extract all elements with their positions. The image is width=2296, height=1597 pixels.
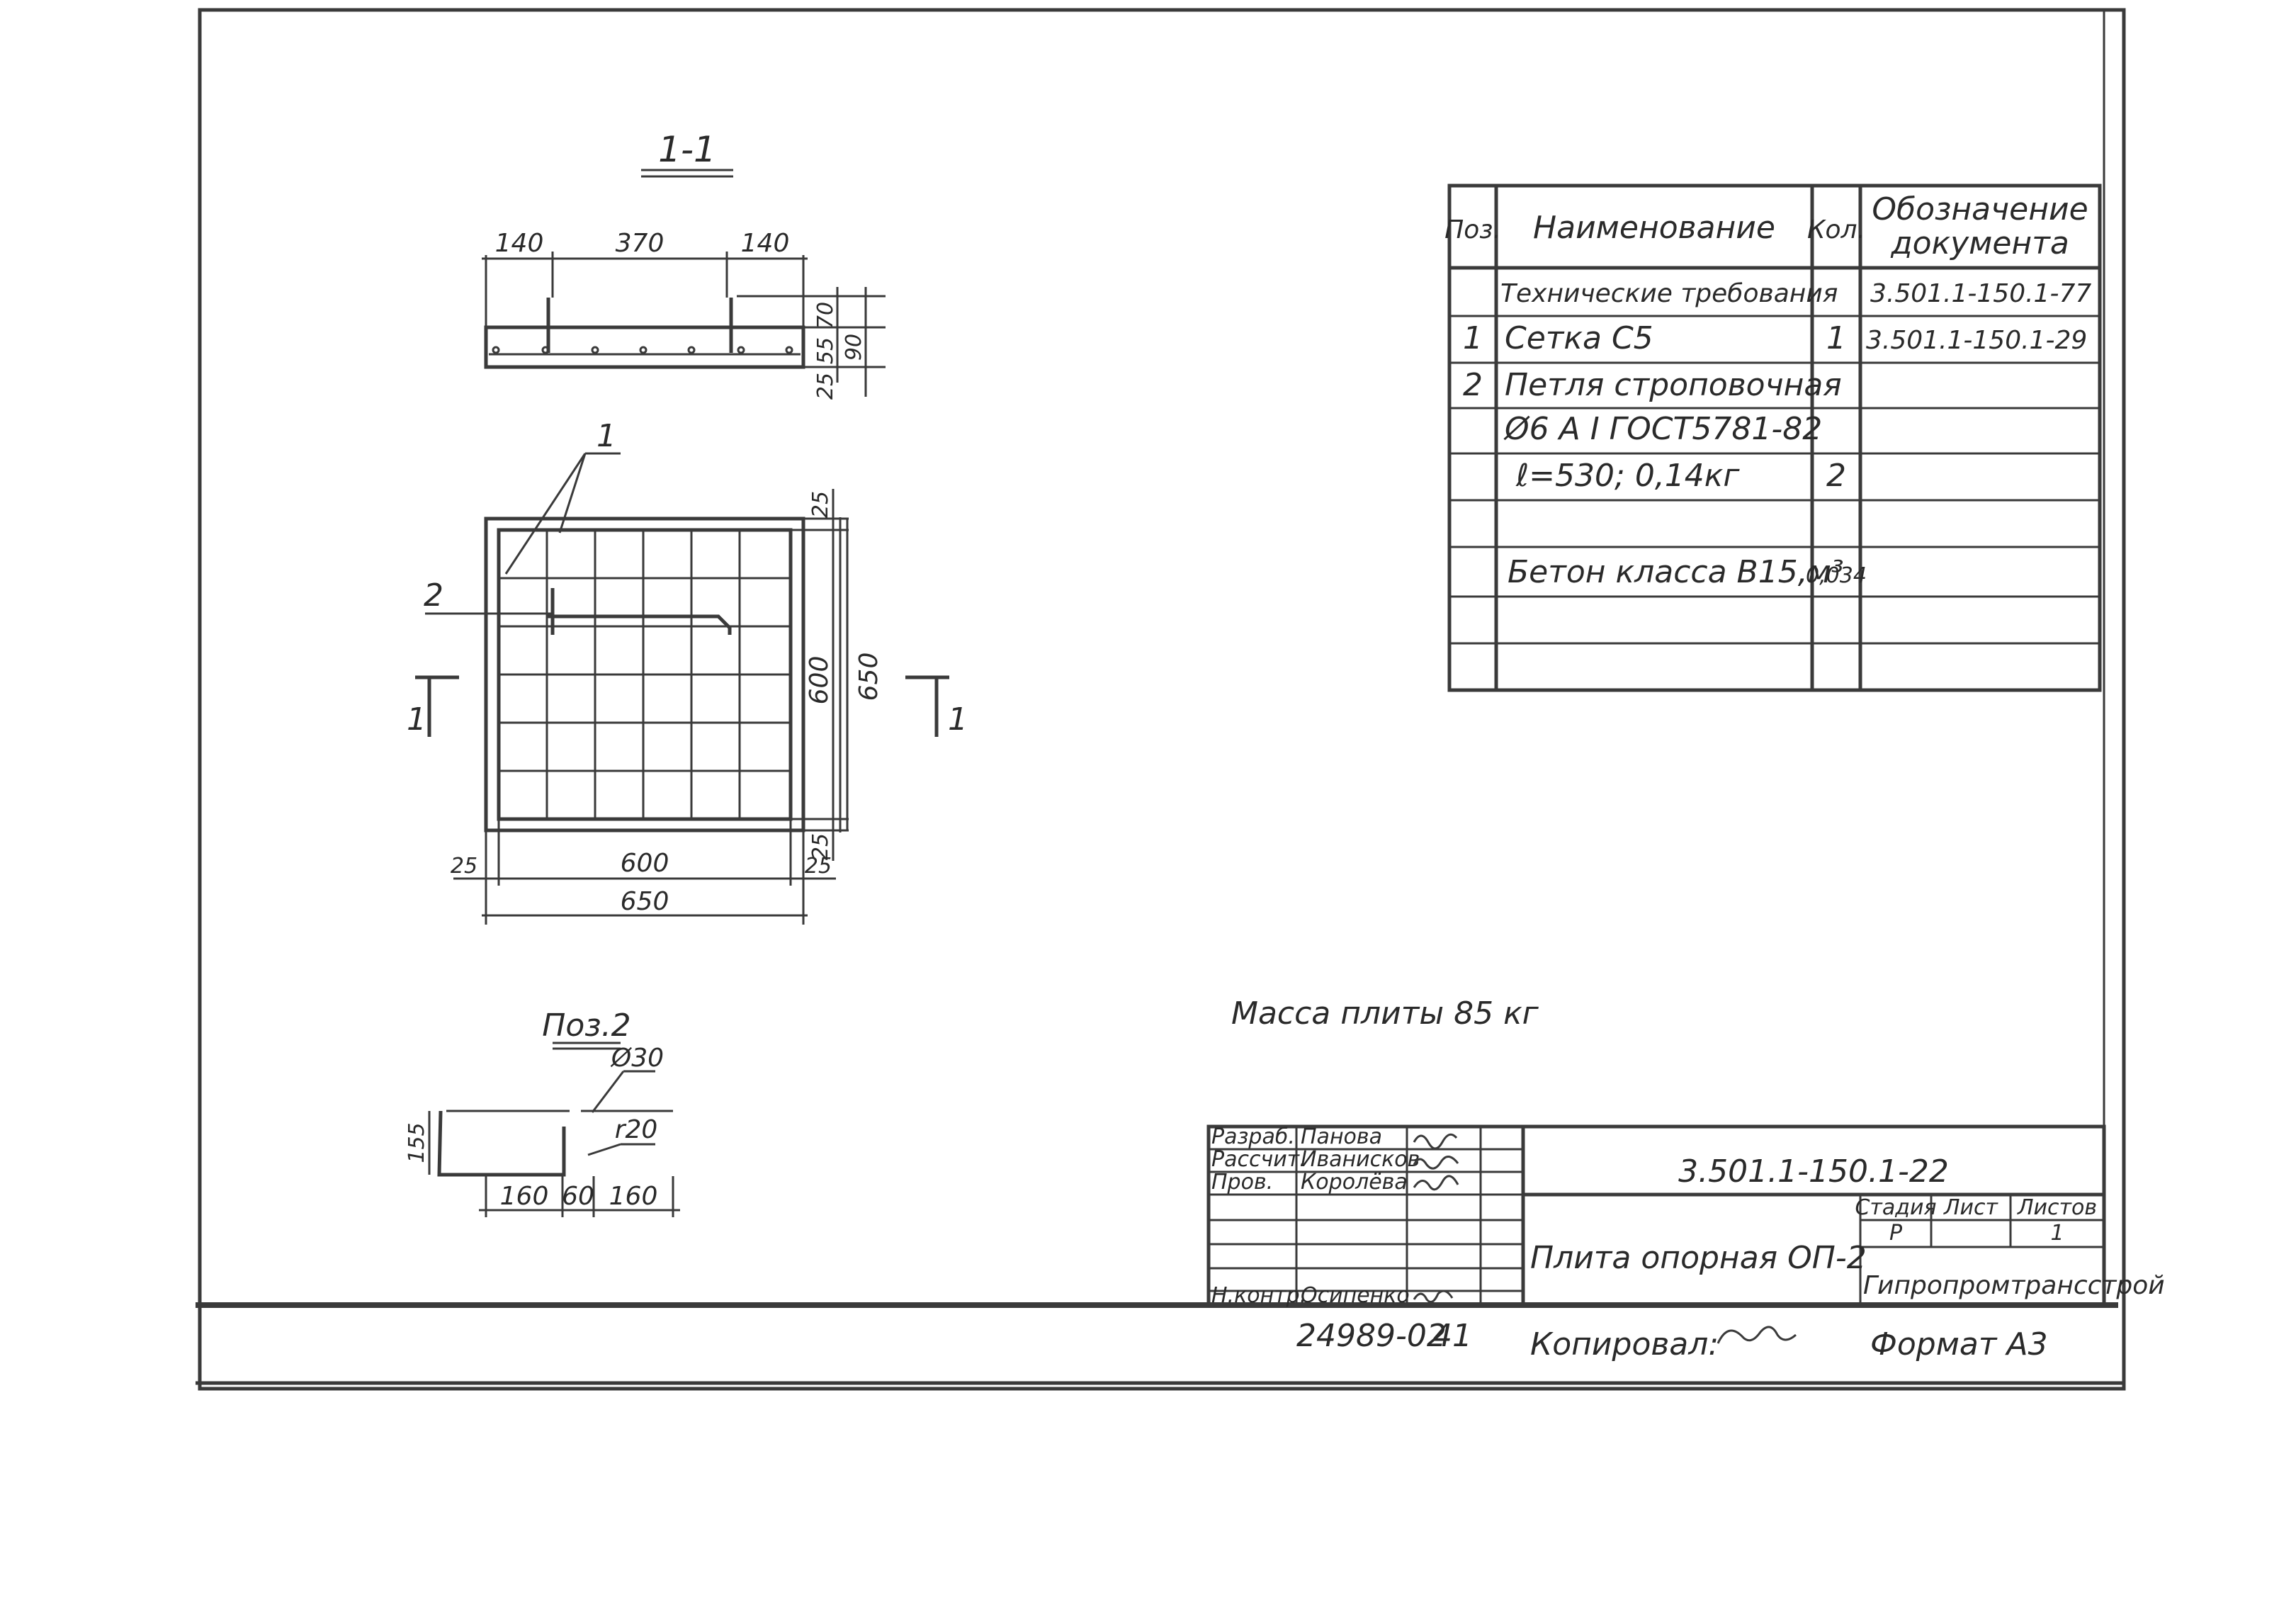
drawing-label: 1 bbox=[2050, 1221, 2064, 1246]
product-name: Плита опорная ОП-2 bbox=[1530, 1240, 1867, 1276]
drawing-label: Бетон класса В15,м³ bbox=[1508, 554, 1844, 590]
drawing-label: 1 bbox=[1826, 320, 1846, 356]
drawing-label: Королёва bbox=[1301, 1170, 1408, 1195]
drawing-label: 140 bbox=[741, 229, 790, 258]
drawing-label: Кол. bbox=[1807, 215, 1865, 244]
table-row: Бетон класса В15,м³ 0,034 bbox=[1508, 554, 1867, 590]
drawing-label: 2 bbox=[424, 577, 443, 614]
drawing-label: Обозначение bbox=[1872, 191, 2088, 227]
drawing-label: 25 bbox=[808, 491, 833, 518]
drawing-label: 160 bbox=[500, 1182, 549, 1211]
drawing-label: 3.501.1-150.1-77 bbox=[1870, 279, 2091, 308]
drawing-label: Листов bbox=[2017, 1195, 2097, 1220]
drawing-label: 1 bbox=[1463, 320, 1483, 356]
copied-label: Копировал: bbox=[1530, 1326, 1719, 1362]
drawing-label: 160 bbox=[609, 1182, 658, 1211]
drawing-label: документа bbox=[1890, 225, 2069, 261]
drawing-label: 25 bbox=[451, 854, 477, 879]
title-block: Разраб. Панова Рассчит. Иванисков Пров. … bbox=[1206, 1124, 2165, 1308]
drawing-label: Пров. bbox=[1211, 1170, 1273, 1195]
drawing-label: r20 bbox=[615, 1115, 658, 1144]
mesh-grid bbox=[499, 530, 791, 819]
table-row: ℓ=530; 0,14кг 2 bbox=[1515, 458, 1846, 494]
drawing-label: 3.501.1-150.1-29 bbox=[1866, 326, 2087, 355]
drawing-label: Технические требования bbox=[1500, 279, 1838, 308]
sheet-number: 41 bbox=[1432, 1318, 1472, 1354]
drawing-label: Наименование bbox=[1533, 210, 1775, 246]
table-row: Технические требования 3.501.1-150.1-77 bbox=[1500, 279, 2091, 308]
drawing-label: 1 bbox=[596, 418, 616, 454]
drawing-label: 25 bbox=[808, 833, 833, 860]
drawing-label: 600 bbox=[805, 656, 834, 705]
table-row: Рассчит. Иванисков bbox=[1211, 1147, 1420, 1172]
drawing-label: Лист bbox=[1943, 1195, 1999, 1220]
copier-signature bbox=[1717, 1326, 1797, 1344]
drawing-label: Сетка С5 bbox=[1505, 320, 1653, 356]
drawing-label: 650 bbox=[854, 653, 883, 701]
section-title: 1-1 bbox=[658, 129, 716, 170]
spec-rows: Технические требования 3.501.1-150.1-77 … bbox=[1463, 279, 2091, 590]
drawing-label: Н.контр. bbox=[1211, 1283, 1306, 1308]
drawing-label: 70 bbox=[813, 302, 838, 329]
signature-marks bbox=[1413, 1133, 1459, 1304]
drawing-label: Иванисков bbox=[1301, 1147, 1420, 1172]
drawing-label: 0,034 bbox=[1806, 563, 1867, 588]
table-row: 2 Петля строповочная bbox=[1463, 367, 1842, 403]
drawing-label: Р bbox=[1889, 1221, 1903, 1246]
drawing-label: Стадия bbox=[1855, 1195, 1936, 1220]
drawing-label: Ø30 bbox=[610, 1044, 664, 1073]
table-row: Разраб. Панова bbox=[1211, 1124, 1382, 1149]
drawing-label: 2 bbox=[1463, 367, 1483, 403]
table-row: Н.контр. Осипенко bbox=[1211, 1283, 1410, 1308]
drawing-label: Поз. bbox=[1444, 215, 1501, 244]
table-row: 1 Сетка С5 1 3.501.1-150.1-29 bbox=[1463, 320, 2087, 356]
drawing-label: Разраб. bbox=[1211, 1124, 1295, 1149]
drawing-label: 90 bbox=[842, 334, 866, 361]
mass-note: Масса плиты 85 кг bbox=[1231, 995, 1539, 1032]
drawing-label: Панова bbox=[1301, 1124, 1382, 1149]
table-row: Пров. Королёва bbox=[1211, 1170, 1408, 1195]
table-row: Ø6 A I ГОСТ5781-82 bbox=[1503, 411, 1822, 447]
plan-view: 1 2 1 1 25 600 25 650 25 600 25 650 bbox=[407, 418, 968, 925]
spec-table: Поз. Наименование Кол. Обозначение докум… bbox=[1444, 184, 2102, 692]
drawing-label: 370 bbox=[616, 229, 665, 258]
drawing-label: 2 bbox=[1826, 458, 1846, 494]
drawing-label: 25 bbox=[805, 854, 832, 879]
section-1-1: 1-1 140 370 140 70 55 25 bbox=[482, 129, 886, 400]
drawing-label: Осипенко bbox=[1301, 1283, 1410, 1308]
drawing-label: Петля строповочная bbox=[1505, 367, 1842, 403]
drawing-designation: 3.501.1-150.1-22 bbox=[1678, 1153, 1949, 1190]
drawing-label: Рассчит. bbox=[1211, 1147, 1306, 1172]
archive-number: 24989-02 bbox=[1296, 1318, 1447, 1354]
drawing-label: 1 bbox=[407, 701, 426, 738]
signature-rows: Разраб. Панова Рассчит. Иванисков Пров. … bbox=[1211, 1124, 1420, 1308]
drawing-label: 60 bbox=[562, 1182, 594, 1211]
format-label: Формат А3 bbox=[1870, 1326, 2048, 1362]
drawing-label: 25 bbox=[813, 373, 838, 400]
drawing-label: Ø6 A I ГОСТ5781-82 bbox=[1503, 411, 1822, 447]
footer: 24989-02 41 Копировал: Формат А3 bbox=[1296, 1318, 2048, 1362]
drawing-label: 650 bbox=[621, 887, 669, 916]
organization: Гипропромтрансстрой bbox=[1863, 1271, 2165, 1300]
drawing-label: 1 bbox=[948, 701, 968, 738]
poz2-loop-detail: Поз.2 155 Ø30 r20 160 60 160 bbox=[405, 1008, 680, 1217]
drawing-label: 155 bbox=[405, 1122, 429, 1163]
drawing-label: 600 bbox=[621, 849, 669, 878]
drawing-label: 140 bbox=[495, 229, 544, 258]
drawing-label: 55 bbox=[813, 337, 838, 364]
poz2-title: Поз.2 bbox=[542, 1008, 630, 1044]
drawing-label: ℓ=530; 0,14кг bbox=[1515, 458, 1740, 494]
